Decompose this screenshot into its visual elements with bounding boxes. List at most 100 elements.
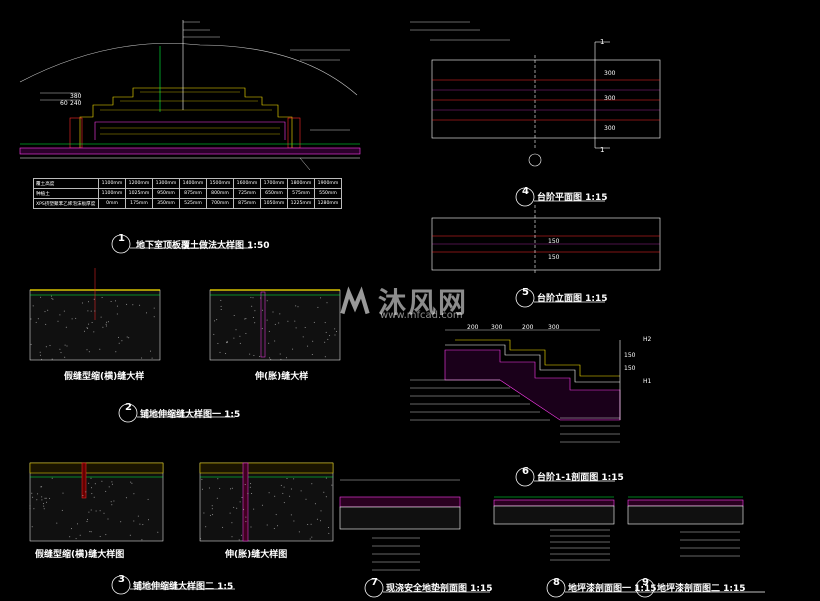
watermark-url: www.mfcad.com: [380, 310, 463, 321]
gravel-dot: [226, 342, 227, 344]
gravel-dot: [103, 512, 105, 514]
gravel-dot: [66, 345, 68, 347]
gravel-dot: [293, 478, 295, 480]
spec-cell: 575mm: [287, 188, 315, 199]
gravel-dot: [107, 321, 109, 323]
gravel-dot: [219, 487, 221, 489]
gravel-dot: [275, 514, 277, 516]
gravel-dot: [59, 348, 61, 350]
gravel-dot: [244, 484, 246, 485]
dim-d4-right-3: 300: [604, 125, 616, 132]
gravel-dot: [201, 488, 203, 490]
gravel-dot: [130, 481, 132, 483]
gravel-dot: [238, 539, 240, 541]
gravel-dot: [251, 305, 253, 307]
gravel-dot: [141, 357, 143, 359]
gravel-dot: [250, 483, 252, 485]
spec-cell: 1800mm: [287, 178, 315, 189]
gravel-dot: [274, 323, 276, 325]
gravel-dot: [102, 326, 104, 328]
gravel-dot: [259, 356, 261, 357]
dim-d6-top-2: 300: [491, 324, 503, 331]
gravel-dot: [87, 327, 89, 329]
detail6-step-section: [410, 329, 621, 443]
gravel-dot: [37, 318, 39, 320]
detail4-step-plan: [410, 21, 661, 167]
gravel-dot: [61, 509, 63, 511]
gravel-dot: [329, 335, 331, 337]
gravel-dot: [279, 313, 281, 315]
gravel-dot: [266, 319, 268, 321]
gravel-dot: [254, 322, 256, 324]
gravel-dot: [43, 508, 45, 510]
spec-cell: 800mm: [206, 188, 234, 199]
gravel-dot: [216, 497, 218, 499]
gravel-dot: [254, 310, 256, 312]
detail4-title: 台阶平面图 1:15: [537, 193, 608, 203]
detail5-step-elevation: [431, 205, 661, 275]
gravel-dot: [51, 297, 53, 299]
dim-d6-top-3: 200: [522, 324, 534, 331]
gravel-dot: [105, 490, 107, 492]
watermark-text: 沐风网: [378, 286, 469, 319]
gravel-dot: [261, 504, 263, 506]
spec-cell: 350mm: [152, 198, 180, 209]
gravel-dot: [115, 300, 116, 302]
gravel-dot: [261, 328, 263, 330]
gravel-dot: [137, 515, 139, 517]
gravel-dot: [274, 340, 276, 342]
spec-cell: 1100mm: [98, 188, 126, 199]
spec-cell: 650mm: [260, 188, 288, 199]
spec-cell: 1600mm: [233, 178, 261, 189]
gravel-dot: [244, 318, 246, 320]
gravel-dot: [283, 502, 285, 504]
gravel-dot: [60, 352, 62, 354]
dim-d1-a: 380: [70, 93, 82, 100]
gravel-dot: [77, 523, 78, 525]
detail1-section: [19, 20, 361, 171]
gravel-dot: [316, 518, 318, 520]
gravel-dot: [126, 336, 128, 338]
gravel-dot: [233, 506, 235, 508]
gravel-dot: [253, 355, 255, 356]
gravel-dot: [88, 323, 90, 325]
gravel-dot: [208, 487, 210, 489]
gravel-dot: [266, 300, 268, 302]
gravel-dot: [325, 496, 327, 498]
gravel-dot: [75, 538, 77, 540]
detail3-sub-b: 伸(胀)缝大样图: [225, 550, 288, 560]
gravel-dot: [334, 328, 336, 330]
gravel-dot: [99, 510, 101, 512]
gravel-dot: [217, 343, 219, 344]
gravel-dot: [233, 337, 235, 339]
dim-d6-right-1: 150: [624, 352, 636, 359]
gravel-dot: [111, 483, 113, 485]
gravel-dot: [37, 493, 39, 495]
gravel-dot: [262, 309, 264, 311]
gravel-dot: [125, 497, 127, 499]
section-mark-bottom: 1: [600, 146, 605, 154]
gravel-dot: [203, 512, 205, 514]
gravel-dot: [245, 318, 247, 320]
gravel-dot: [94, 483, 96, 485]
gravel-dot: [91, 322, 93, 323]
gravel-dot: [260, 297, 262, 299]
gravel-dot: [211, 505, 213, 507]
spec-cell: 700mm: [206, 198, 234, 209]
gravel-dot: [311, 354, 313, 355]
spec-cell: 950mm: [152, 188, 180, 199]
detail8-number: 8: [553, 577, 560, 588]
gravel-dot: [105, 534, 107, 536]
gravel-dot: [64, 344, 66, 346]
gravel-dot: [311, 536, 313, 538]
gravel-dot: [41, 496, 43, 498]
gravel-dot: [298, 531, 300, 533]
gravel-dot: [205, 526, 207, 528]
gravel-dot: [220, 305, 222, 307]
spec-cell: 550mm: [314, 188, 342, 199]
gravel-dot: [139, 523, 141, 525]
gravel-dot: [106, 321, 108, 323]
gravel-dot: [317, 306, 319, 308]
gravel-dot: [290, 488, 292, 490]
